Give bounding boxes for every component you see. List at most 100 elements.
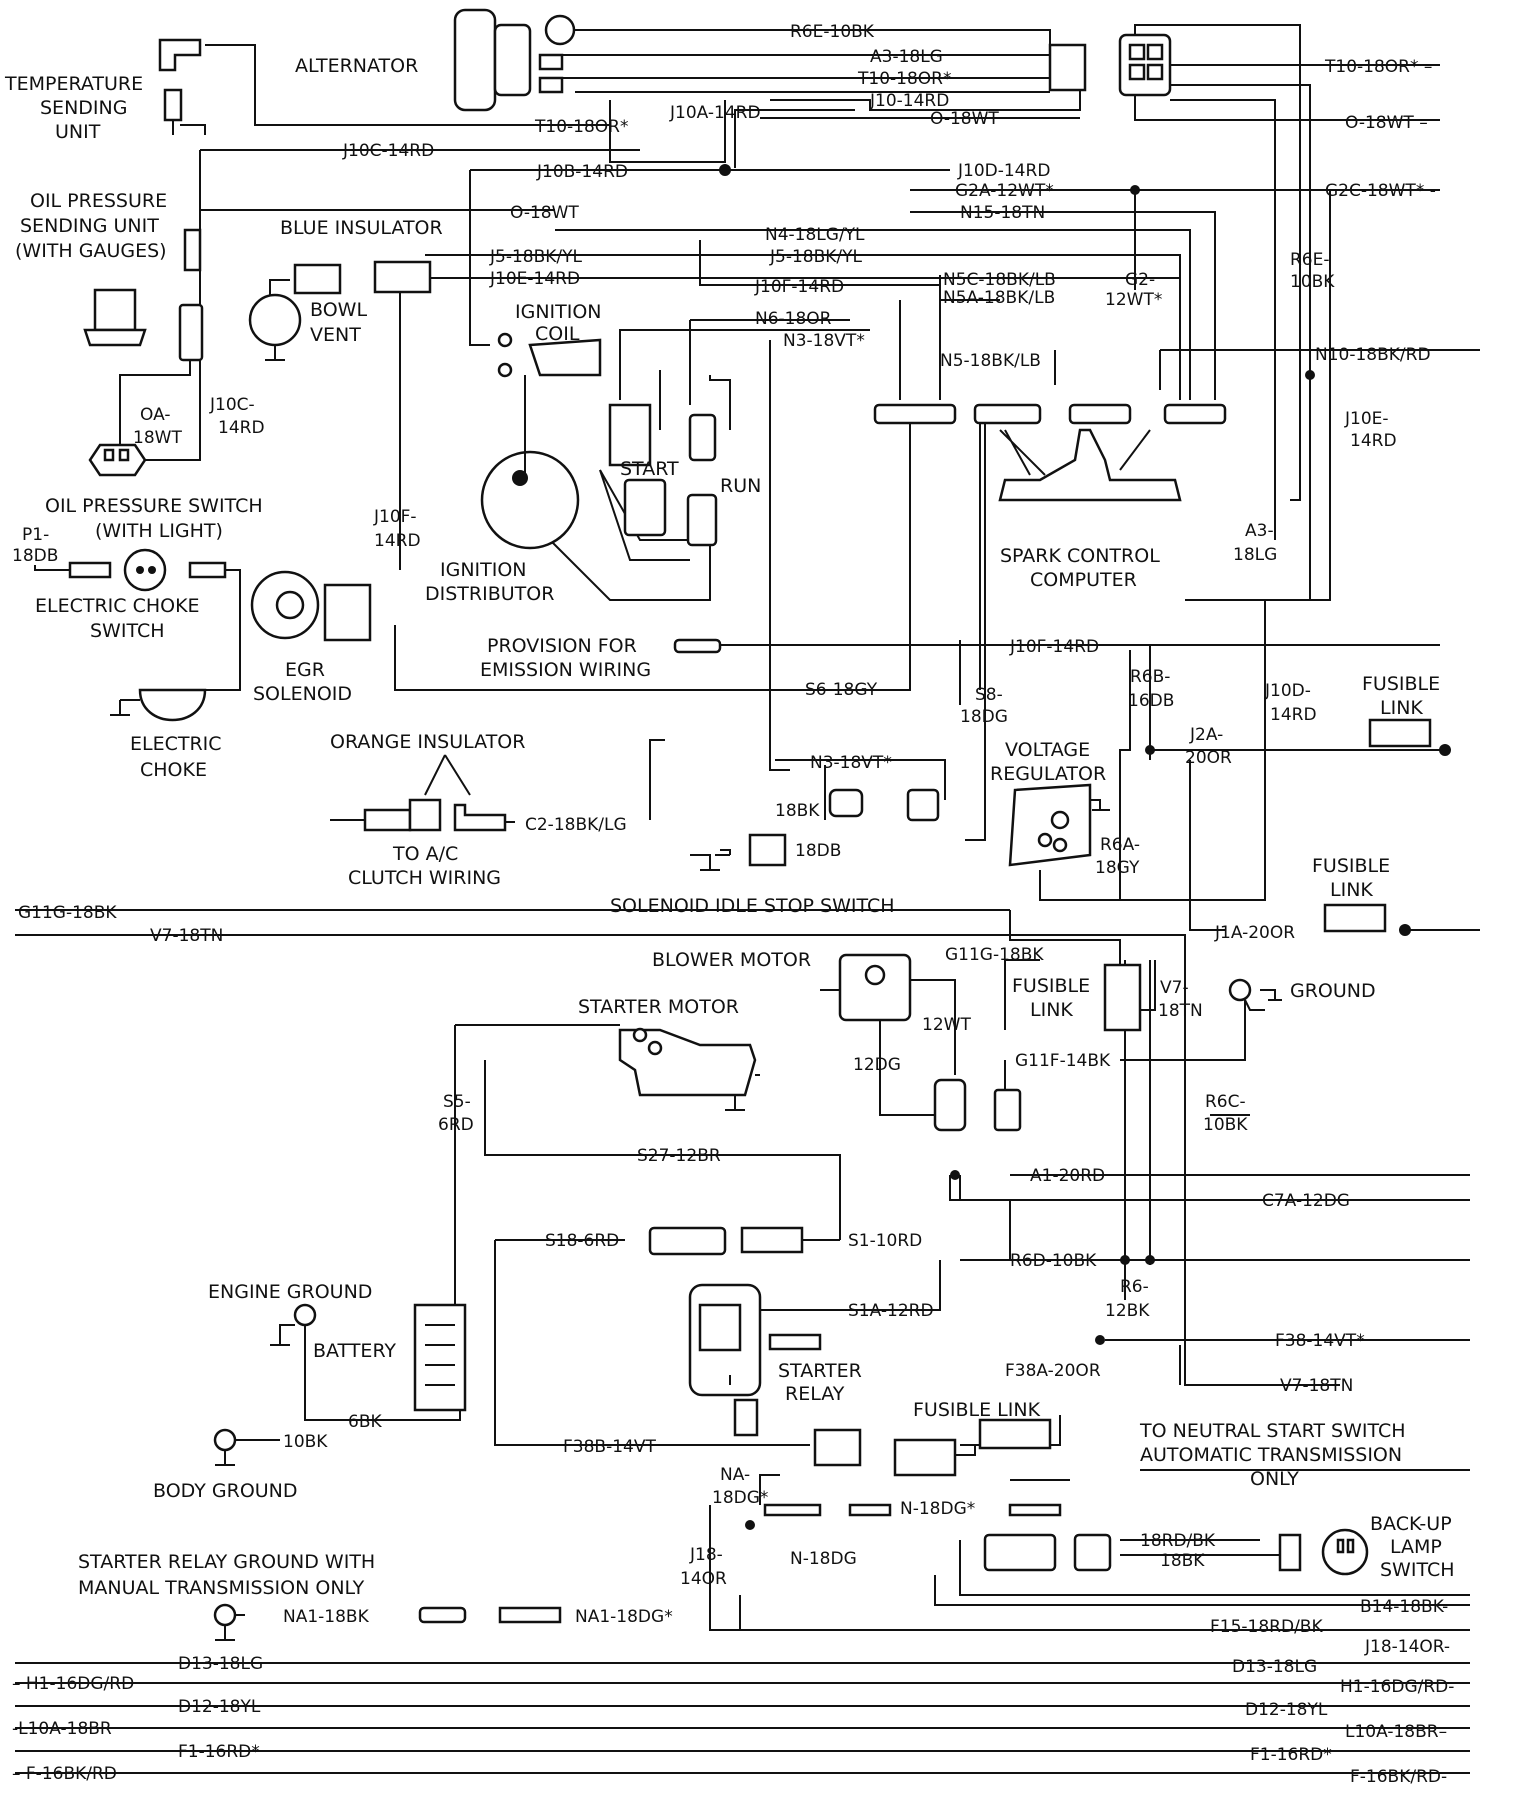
- solenoid-idle-stop-label: SOLENOID IDLE STOP SWITCH: [610, 895, 895, 917]
- starter-relay-symbol: [688, 1283, 822, 1437]
- wire-label-j10f-14rd-a: J10F-14RD: [754, 277, 844, 297]
- fusible-link-1-label-1: FUSIBLE: [1362, 673, 1440, 695]
- wire-label-j10e-14rd-v1: J10E-: [1344, 409, 1389, 429]
- wire-label-c7a-12dg: C7A-12DG: [1262, 1191, 1350, 1211]
- fusible-link-4-label: FUSIBLE LINK: [913, 1399, 1041, 1421]
- wire-label-n3-18vt-b: N3-18VT*: [810, 753, 892, 773]
- fusible-link-end-2: [1399, 924, 1411, 936]
- bowl-vent-label-1: BOWL: [310, 299, 367, 321]
- fusible-link-end-1: [1439, 744, 1451, 756]
- wire-label-o-18wt-b: O-18WT –: [1345, 113, 1428, 133]
- wire-label-j10f-14rd-v2: 14RD: [374, 531, 421, 551]
- wire-label-o-18wt-a: O-18WT: [930, 109, 999, 129]
- neutral-start-label-2: AUTOMATIC TRANSMISSION: [1140, 1444, 1402, 1466]
- battery-symbol: [413, 1303, 467, 1412]
- wire-label-g11g-18bk-b: G11G-18BK: [945, 945, 1044, 965]
- ignition-switch-run: [686, 413, 718, 547]
- right-top-connector: [1118, 33, 1172, 97]
- ignition-switch-start: [608, 403, 667, 537]
- blower-motor-label: BLOWER MOTOR: [652, 949, 811, 971]
- wire-label-r6c-10bk-2: 10BK: [1203, 1115, 1248, 1135]
- bowl-vent-symbol: [248, 293, 302, 361]
- wire-label-n-18dg-b: N-18DG: [790, 1549, 857, 1569]
- wire-label-18bk: 18BK: [775, 801, 820, 821]
- wire-label-j18-14or: J18-14OR-: [1364, 1637, 1450, 1657]
- neutral-start-connector-symbol: [763, 1503, 1062, 1517]
- wire-label-j18-14or-v2: 14OR: [680, 1569, 727, 1589]
- wire-label-na-18dg-1: NA-: [720, 1465, 750, 1485]
- wire-label-g2c-18wt: G2C-18WT* -: [1325, 181, 1436, 201]
- fusible-link-1-label-2: LINK: [1380, 697, 1423, 719]
- electric-choke-switch-label-2: SWITCH: [90, 620, 165, 642]
- electric-choke-switch-label-1: ELECTRIC CHOKE: [35, 595, 200, 617]
- wire-label-p1-18db-1: P1-: [22, 525, 49, 545]
- wire-label-h1-16dg-rd-right: H1-16DG/RD-: [1340, 1677, 1454, 1697]
- wire-label-j10b-14rd: J10B-14RD: [536, 162, 628, 182]
- wire-label-j10d-14rd-v1: J10D-: [1264, 681, 1311, 701]
- wire-label-r6d-10bk: R6D-10BK: [1010, 1251, 1097, 1271]
- s18-connector-symbol: [648, 1226, 804, 1256]
- wire-label-f15-18rd-bk: F15-18RD/BK: [1210, 1617, 1323, 1637]
- wire-label-j10c-14rd: J10C-14RD: [342, 141, 434, 161]
- wire-label-f38-14vt: F38-14VT*: [1275, 1331, 1365, 1351]
- wire-label-f-16bk-rd-left: – F-16BK/RD: [12, 1764, 117, 1784]
- neutral-start-label-3: ONLY: [1250, 1468, 1299, 1490]
- wire-labels: R6E-10BK A3-18LG T10-18OR* J10-14RD T10-…: [12, 22, 1454, 1787]
- blue-insulator-symbol: [269, 260, 432, 300]
- wire-label-r6e-10bk-v1: R6E-: [1290, 250, 1330, 270]
- oil-pressure-sending-label-2: SENDING UNIT: [20, 215, 159, 237]
- wire-label-j2a-20or-1: J2A-: [1189, 725, 1223, 745]
- wire-label-g2-12wt-2: 12WT*: [1105, 290, 1162, 310]
- backup-lamp-connector-symbol: [983, 1528, 1369, 1576]
- wire-label-12wt: 12WT: [922, 1015, 971, 1035]
- wire-label-v7-18tn-v2: 18TN: [1158, 1001, 1203, 1021]
- fusible-link-symbol-3: [1103, 963, 1142, 1032]
- wire-label-na-18dg-2: 18DG*: [712, 1488, 768, 1508]
- starter-relay-ground-symbol: [213, 1603, 562, 1641]
- oil-pressure-sending-unit-symbol: [83, 228, 204, 460]
- body-ground-label: BODY GROUND: [153, 1480, 298, 1502]
- orange-insulator-label: ORANGE INSULATOR: [330, 731, 525, 753]
- fusible-link-symbol-1: [1368, 718, 1432, 748]
- oil-pressure-sending-label-1: OIL PRESSURE: [30, 190, 167, 212]
- wire-label-g11f-14bk: G11F-14BK: [1015, 1051, 1111, 1071]
- wire-label-s18-6rd: S18-6RD: [545, 1231, 619, 1251]
- wire-label-r6c-10bk-1: R6C-: [1205, 1092, 1246, 1112]
- alternator-symbol: [453, 8, 1087, 112]
- wire-label-d13-18lg-right: D13-18LG: [1232, 1657, 1317, 1677]
- wire-label-18bk-2: 18BK: [1160, 1551, 1205, 1571]
- wire-label-n5-18bk-lb: N5-18BK/LB: [940, 351, 1041, 371]
- ignition-distributor-label-2: DISTRIBUTOR: [425, 583, 554, 605]
- fusible-link-symbol-4: [978, 1418, 1052, 1450]
- splice-g2: [1130, 185, 1140, 195]
- wire-label-a1-20rd: A1-20RD: [1030, 1166, 1105, 1186]
- wire-label-j18-14or-v1: J18-: [689, 1545, 723, 1565]
- wire-label-na1-18dg: NA1-18DG*: [575, 1607, 673, 1627]
- splice-j2a: [1145, 745, 1155, 755]
- temp-sending-unit-label-1: TEMPERATURE: [4, 73, 143, 95]
- backup-lamp-label-1: BACK-UP: [1370, 1513, 1452, 1535]
- electric-choke-symbol: [110, 688, 207, 722]
- oil-pressure-switch-label-1: OIL PRESSURE SWITCH: [45, 495, 263, 517]
- wire-label-f-16bk-rd-right: F-16BK/RD-: [1350, 1767, 1447, 1787]
- wire-label-r6-12bk-1: R6-: [1120, 1277, 1149, 1297]
- bowl-vent-label-2: VENT: [310, 324, 361, 346]
- wire-label-t10-18or-c: T10-18OR* –: [1324, 57, 1432, 77]
- wire-label-p1-18db-2: 18DB: [12, 546, 58, 566]
- wire-label-j10d-14rd-v2: 14RD: [1270, 705, 1317, 725]
- wire-label-n10-18bk-rd: N10-18BK/RD: [1315, 345, 1431, 365]
- solenoid-idle-stop-symbol: [690, 788, 940, 871]
- spark-control-label-2: COMPUTER: [1030, 569, 1137, 591]
- wire-label-f38b-14vt: F38B-14VT: [563, 1437, 656, 1457]
- electric-choke-label-2: CHOKE: [140, 759, 207, 781]
- splice-r6: [1145, 1255, 1155, 1265]
- wire-label-f1-16rd-left: F1-16RD*: [178, 1742, 260, 1762]
- fusible-link-3-label-1: FUSIBLE: [1012, 975, 1090, 997]
- wire-label-r6e-10bk: R6E-10BK: [790, 22, 875, 42]
- voltage-regulator-symbol: [1008, 783, 1110, 867]
- wire-label-b14-18bk: B14-18BK-: [1360, 1597, 1448, 1617]
- wire-label-n5a-18bk-lb: N5A-18BK/LB: [943, 288, 1055, 308]
- wire-label-6bk: 6BK: [348, 1412, 382, 1432]
- wire-label-v7-18tn-b: V7-18TN: [1280, 1376, 1353, 1396]
- component-labels: TEMPERATURE SENDING UNIT ALTERNATOR OIL …: [4, 55, 1455, 1599]
